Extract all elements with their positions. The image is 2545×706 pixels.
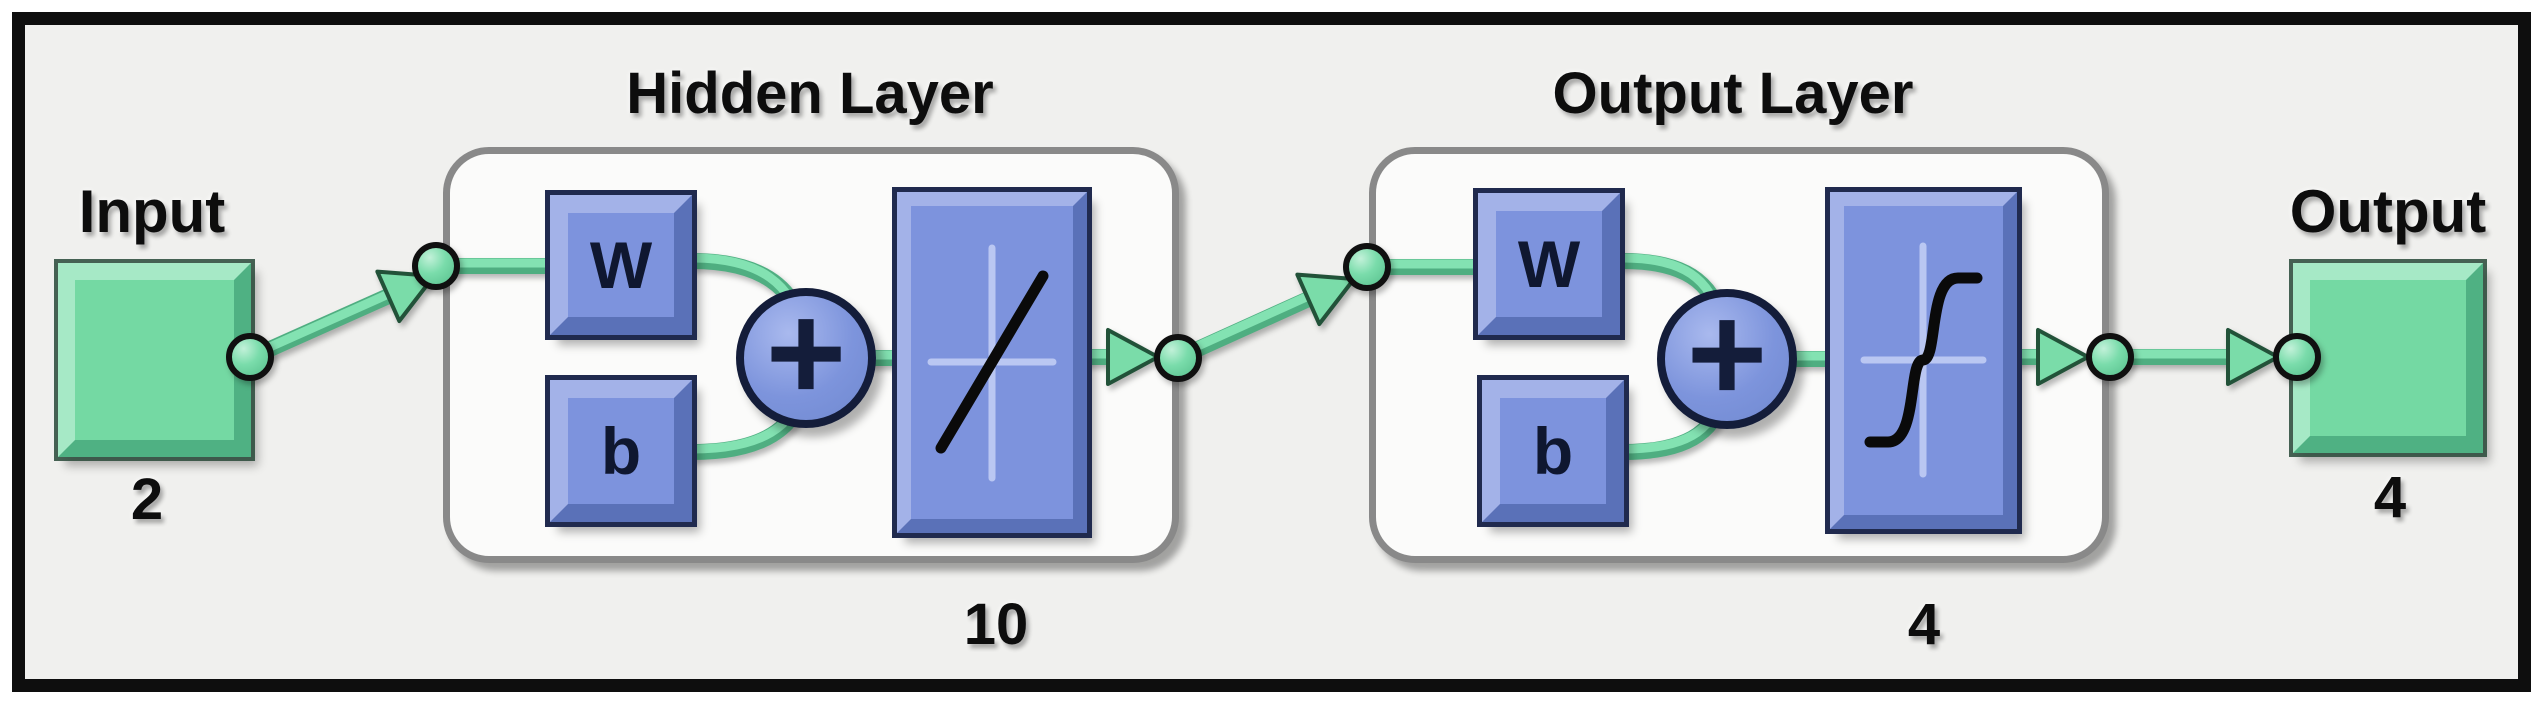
- plus-icon: +: [765, 276, 847, 430]
- output-size-label: 4: [2373, 465, 2407, 530]
- diagram-frame: [12, 12, 2531, 692]
- output-weight-block: W: [1478, 193, 1620, 335]
- hidden-layer-title: Hidden Layer: [626, 61, 994, 126]
- tansig-icon: [1860, 242, 1987, 478]
- output-sum-node: +: [1657, 277, 1797, 431]
- plus-icon: +: [1686, 277, 1768, 431]
- bias-label: b: [1532, 414, 1574, 488]
- hidden-bias-block: b: [550, 380, 692, 522]
- input-title: Input: [78, 178, 226, 245]
- output-layer-title: Output Layer: [1552, 61, 1914, 126]
- output-layer-size-label: 4: [1907, 592, 1941, 657]
- hidden-weight-block: W: [550, 195, 692, 335]
- hidden-layer-size-label: 10: [963, 592, 1029, 657]
- bias-label: b: [600, 414, 642, 488]
- hidden-transfer-block: [897, 192, 1087, 533]
- input-block: [58, 263, 251, 457]
- purelin-icon: [927, 244, 1057, 482]
- output-title: Output: [2289, 178, 2487, 245]
- weight-label: W: [589, 228, 653, 302]
- output-bias-block: b: [1482, 380, 1624, 522]
- input-size-label: 2: [130, 467, 164, 532]
- output-transfer-block: [1830, 192, 2017, 529]
- output-block: [2293, 263, 2483, 453]
- weight-label: W: [1517, 227, 1581, 301]
- hidden-sum-node: +: [736, 276, 876, 430]
